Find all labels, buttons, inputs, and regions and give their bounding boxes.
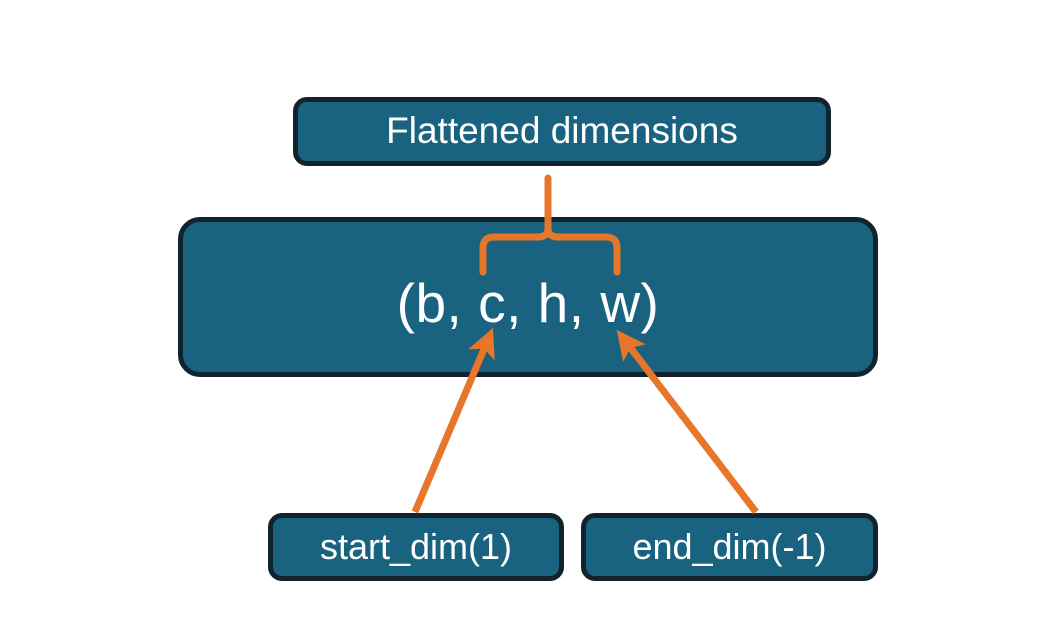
end-dim-node: end_dim(-1) <box>581 513 878 581</box>
end-dim-label: end_dim(-1) <box>632 526 827 568</box>
start-dim-node: start_dim(1) <box>268 513 564 581</box>
start-dim-label: start_dim(1) <box>319 526 513 568</box>
tensor-shape-node: (b, c, h, w) <box>178 217 878 377</box>
tensor-shape-label: (b, c, h, w) <box>396 271 660 334</box>
flattened-dimensions-node: Flattened dimensions <box>293 97 831 166</box>
flattened-dimensions-label: Flattened dimensions <box>386 110 738 152</box>
